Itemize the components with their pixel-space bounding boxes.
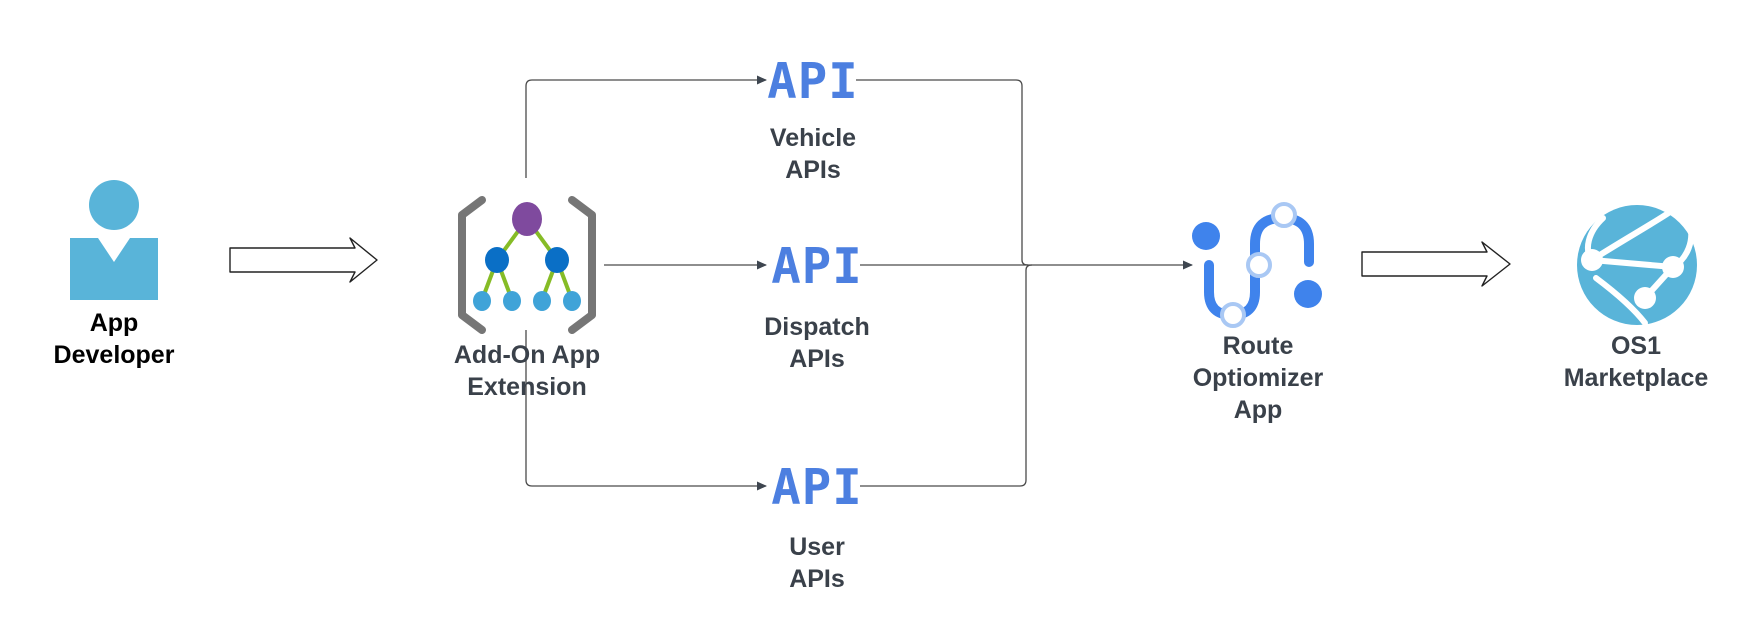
route-icon bbox=[1192, 202, 1322, 328]
developer-label: App Developer bbox=[54, 307, 175, 371]
dispatch-apis-label-line: APIs bbox=[789, 345, 845, 373]
globe-icon bbox=[1577, 205, 1697, 326]
vehicle-apis-label-line: Vehicle bbox=[769, 124, 857, 152]
marketplace-label-line: Marketplace bbox=[1563, 364, 1709, 392]
vehicle-apis-label: Vehicle APIs bbox=[770, 122, 856, 186]
user-apis-label-line: User bbox=[789, 533, 845, 561]
user-icon bbox=[70, 180, 158, 300]
dispatch-apis-label-line: Dispatch bbox=[764, 313, 870, 341]
vehicle-apis-label-line: APIs bbox=[785, 156, 841, 184]
api-icon: API bbox=[771, 459, 863, 516]
add-on-hierarchy-icon bbox=[458, 196, 596, 334]
optimizer-label-line: Optiomizer bbox=[1192, 364, 1324, 392]
marketplace-label: OS1 Marketplace bbox=[1564, 330, 1709, 394]
flow-arrow-icon bbox=[229, 237, 378, 283]
dispatch-apis-label: Dispatch APIs bbox=[764, 311, 870, 375]
api-icon: API bbox=[771, 238, 863, 295]
extension-label-line: Add-On App bbox=[453, 341, 601, 369]
extension-label-line: Extension bbox=[467, 373, 587, 401]
developer-label-line: Developer bbox=[53, 341, 175, 369]
optimizer-label-line: Route bbox=[1222, 332, 1294, 360]
connector-extension-to-user bbox=[525, 330, 767, 491]
optimizer-label: Route Optiomizer App bbox=[1193, 330, 1324, 426]
user-apis-label-line: APIs bbox=[789, 565, 845, 593]
user-apis-label: User APIs bbox=[789, 531, 845, 595]
flow-arrow-icon bbox=[1361, 241, 1511, 287]
connector-user-to-optimizer bbox=[860, 264, 1033, 487]
marketplace-label-line: OS1 bbox=[1610, 332, 1662, 360]
optimizer-label-line: App bbox=[1233, 396, 1283, 424]
connectors bbox=[525, 75, 1193, 491]
api-icon: API bbox=[767, 53, 859, 110]
connector-extension-to-vehicle bbox=[525, 75, 767, 178]
extension-label: Add-On App Extension bbox=[454, 339, 600, 403]
connector-vehicle-to-optimizer bbox=[856, 79, 1029, 266]
developer-label-line: App bbox=[89, 309, 139, 337]
